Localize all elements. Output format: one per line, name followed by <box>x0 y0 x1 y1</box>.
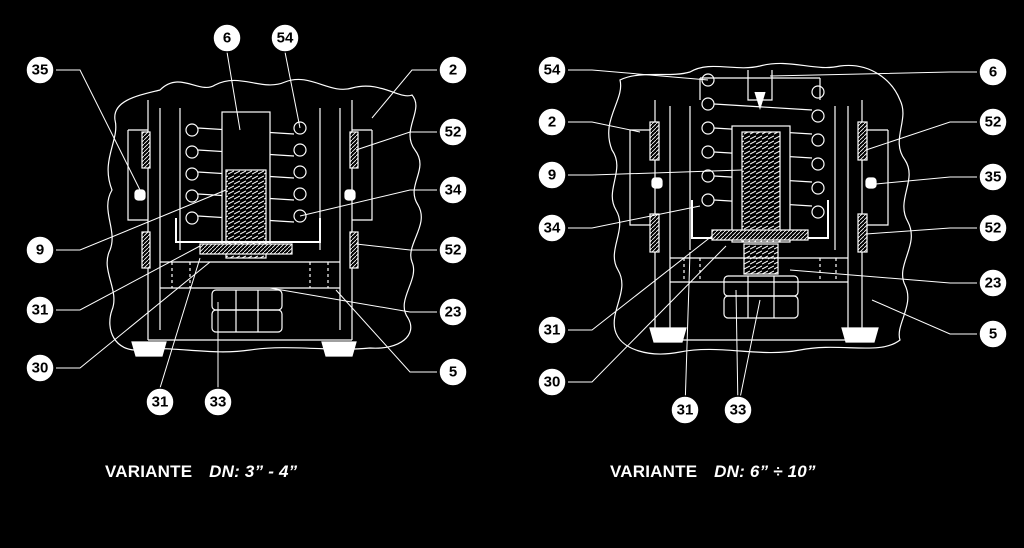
callout-label: 2 <box>449 62 457 79</box>
callout-label: 54 <box>544 62 561 79</box>
left-callout-31-side: 31 <box>25 295 55 325</box>
left-callout-35: 35 <box>25 55 55 85</box>
callout-label: 23 <box>985 275 1002 292</box>
left-assembly-drawing <box>106 78 422 357</box>
right-callout-31-bottom: 31 <box>670 395 700 425</box>
callout-label: 5 <box>989 326 997 343</box>
left-callout-6: 6 <box>212 23 242 53</box>
callout-label: 9 <box>36 242 44 259</box>
callout-label: 52 <box>985 220 1002 237</box>
right-break-outline <box>608 62 912 355</box>
right-leader-lines <box>568 69 977 409</box>
left-callout-31-bottom: 31 <box>145 387 175 417</box>
left-variant-caption: VARIANTE DN: 3” - 4” <box>105 462 297 482</box>
right-callouts: 54 6 2 52 9 35 34 52 23 31 5 30 31 33 <box>537 55 1008 425</box>
right-callout-9: 9 <box>537 160 567 190</box>
callout-label: 35 <box>985 169 1002 186</box>
right-callout-33: 33 <box>723 395 753 425</box>
callout-label: 9 <box>548 167 556 184</box>
right-callout-6: 6 <box>978 57 1008 87</box>
left-callouts: 6 54 35 2 52 34 9 52 31 23 30 5 31 33 <box>25 23 468 417</box>
callout-label: 6 <box>989 64 997 81</box>
left-callout-52-bottom: 52 <box>438 235 468 265</box>
callout-label: 6 <box>223 30 231 47</box>
callout-label: 31 <box>152 394 169 411</box>
left-caption-prefix: VARIANTE <box>105 462 193 481</box>
callout-label: 52 <box>445 124 462 141</box>
right-callout-52-top: 52 <box>978 107 1008 137</box>
callout-label: 33 <box>730 402 747 419</box>
callout-label: 31 <box>32 302 49 319</box>
callout-label: 34 <box>544 220 561 237</box>
callout-label: 31 <box>544 322 561 339</box>
callout-label: 52 <box>445 242 462 259</box>
callout-label: 5 <box>449 364 457 381</box>
left-callout-30: 30 <box>25 353 55 383</box>
right-assembly-drawing <box>608 62 912 355</box>
right-caption-prefix: VARIANTE <box>610 462 698 481</box>
callout-label: 30 <box>32 360 49 377</box>
left-callout-23: 23 <box>438 297 468 327</box>
left-callout-9: 9 <box>25 235 55 265</box>
right-callout-35: 35 <box>978 162 1008 192</box>
callout-label: 31 <box>677 402 694 419</box>
left-caption-dn: DN: 3” - 4” <box>209 462 298 481</box>
right-callout-34: 34 <box>537 213 567 243</box>
callout-label: 23 <box>445 304 462 321</box>
callout-label: 52 <box>985 114 1002 131</box>
left-callout-34: 34 <box>438 175 468 205</box>
right-callout-54: 54 <box>537 55 567 85</box>
callout-label: 30 <box>544 374 561 391</box>
right-variant-caption: VARIANTE DN: 6” ÷ 10” <box>610 462 816 482</box>
left-callout-54: 54 <box>270 23 300 53</box>
right-callout-5: 5 <box>978 319 1008 349</box>
callout-label: 54 <box>277 30 294 47</box>
left-callout-5: 5 <box>438 357 468 387</box>
right-caption-dn: DN: 6” ÷ 10” <box>714 462 816 481</box>
callout-label: 2 <box>548 114 556 131</box>
right-callout-30: 30 <box>537 367 567 397</box>
left-break-outline <box>106 78 422 353</box>
left-callout-52-top: 52 <box>438 117 468 147</box>
right-callout-23: 23 <box>978 268 1008 298</box>
left-leader-lines <box>56 51 437 389</box>
left-callout-2: 2 <box>438 55 468 85</box>
right-callout-2: 2 <box>537 107 567 137</box>
callout-label: 35 <box>32 62 49 79</box>
right-callout-31-side: 31 <box>537 315 567 345</box>
callout-label: 33 <box>210 394 227 411</box>
right-callout-52-bottom: 52 <box>978 213 1008 243</box>
left-callout-33: 33 <box>203 387 233 417</box>
callout-label: 34 <box>445 182 462 199</box>
